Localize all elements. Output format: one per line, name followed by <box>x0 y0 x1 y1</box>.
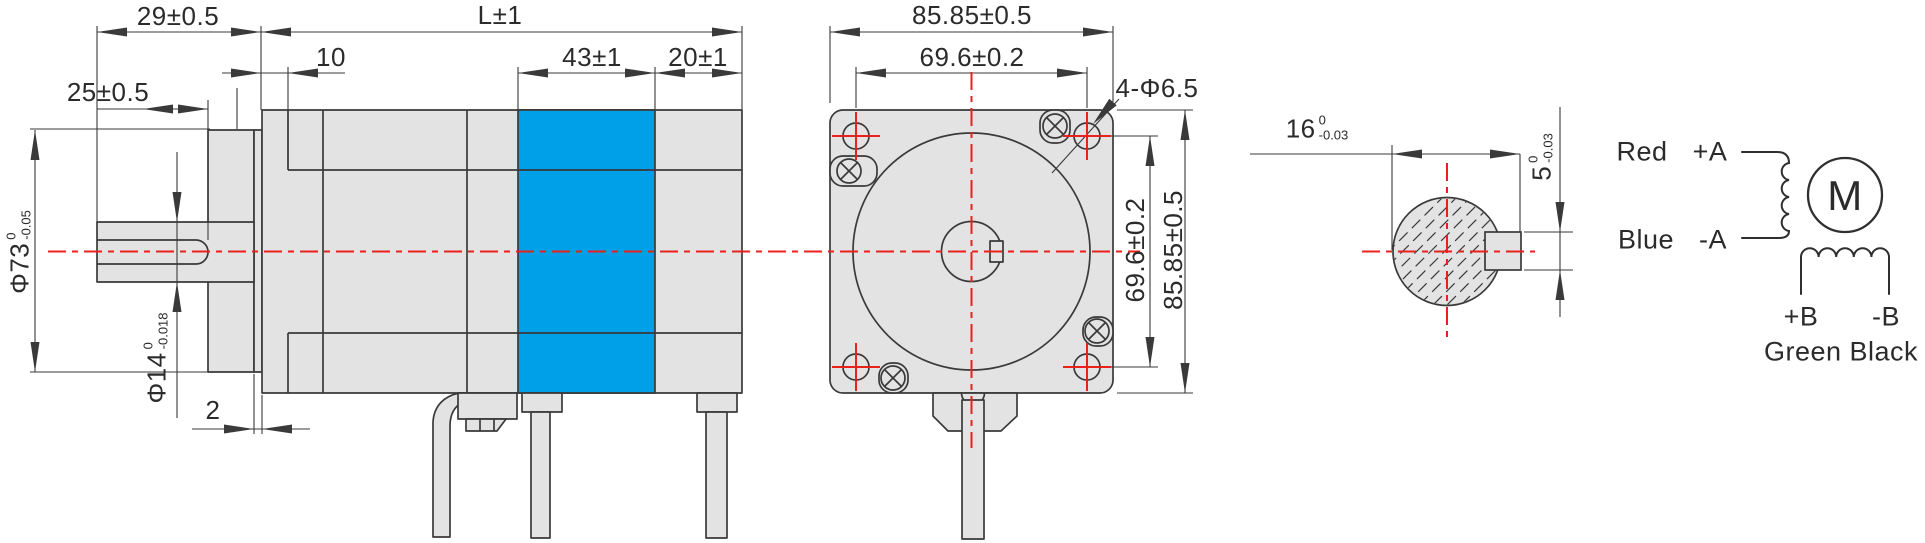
terminal-plus-b-label: +B <box>1783 301 1819 332</box>
bolt-hole-crosshair <box>1063 112 1111 160</box>
corner-screw-icon <box>1039 109 1071 144</box>
side-view-arrowheads <box>30 27 742 434</box>
connector-block <box>457 392 518 420</box>
corner-screw-icon <box>878 362 909 394</box>
dim-flange-height-label: 85.85±0.5 <box>1158 190 1188 310</box>
section-arrowheads <box>1392 149 1565 300</box>
lead-wire <box>530 411 551 539</box>
corner-screw-icon <box>829 155 878 187</box>
bolt-hole-crosshair <box>832 343 880 391</box>
dim-boss-thickness-label: 2 <box>205 395 221 425</box>
dim-boss-diameter-label: Φ73 0-0.05 <box>3 210 34 294</box>
dim-bolt-spacing-v-label: 69.6±0.2 <box>1120 197 1150 303</box>
wire-colors-green-black-label: Green Black <box>1763 336 1919 367</box>
dim-shaft-total-label: 29±0.5 <box>136 1 220 31</box>
cable <box>961 399 985 540</box>
lead-bushing <box>521 392 563 413</box>
side-view-dimension-lines <box>30 26 743 434</box>
dim-bolt-spacing-h-label: 69.6±0.2 <box>919 42 1025 72</box>
terminal-plus-a-label: +A <box>1692 136 1728 167</box>
wire-color-red-label: Red <box>1616 136 1668 167</box>
dim-mid-section-label: 43±1 <box>562 42 622 72</box>
wire-color-blue-label: Blue <box>1617 224 1675 255</box>
section-hatch <box>1394 198 1500 305</box>
phase-a-coil-icon <box>1741 151 1791 239</box>
wiring-diagram <box>1741 151 1890 295</box>
centerlines <box>48 72 1535 448</box>
lead-wire <box>705 411 728 539</box>
dim-body-length-label: L±1 <box>477 0 523 30</box>
dim-across-flat-label: 16 0-0.03 <box>1285 112 1349 143</box>
dim-shaft-diameter-label: Φ14 0-0.018 <box>140 312 171 404</box>
shaft-section-view <box>1392 196 1522 307</box>
terminal-minus-a-label: -A <box>1699 224 1727 255</box>
phase-b-coil-icon <box>1800 247 1890 295</box>
dim-key-width-label: 5 0-0.03 <box>1525 133 1556 181</box>
lead-bushing <box>696 392 738 413</box>
motor-symbol-label: M <box>1827 172 1863 219</box>
dim-flange-width-label: 85.85±0.5 <box>912 0 1032 30</box>
connector-step <box>465 418 507 432</box>
front-view <box>829 109 1114 540</box>
bolt-hole-crosshair <box>1063 343 1111 391</box>
terminal-minus-b-label: -B <box>1872 301 1900 332</box>
motor-symbol-circle <box>1806 156 1884 234</box>
bolt-hole-crosshair <box>832 112 880 160</box>
dim-bolt-holes-label: 4-Φ6.5 <box>1115 73 1199 103</box>
front-view-arrowheads <box>830 27 1190 393</box>
dim-front-depth-label: 10 <box>316 42 346 72</box>
dim-rear-section-label: 20±1 <box>668 42 728 72</box>
dim-keyway-length-label: 25±0.5 <box>66 77 150 107</box>
corner-screw-icon <box>1082 316 1114 347</box>
side-view <box>96 109 743 539</box>
